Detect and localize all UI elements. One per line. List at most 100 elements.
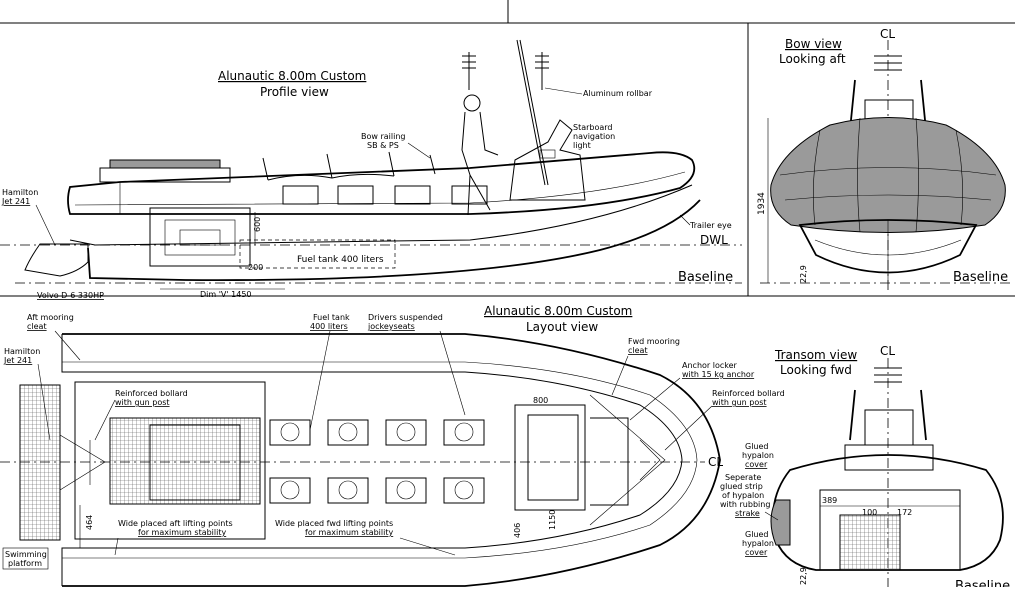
aft-mooring-1: Aft mooring [27, 313, 74, 322]
tr-glued-2: hypalon [742, 451, 774, 460]
lift-aft-2: for maximum stability [138, 528, 226, 537]
nav-label-2: navigation [573, 132, 615, 141]
anchor-1: Anchor locker [682, 361, 738, 370]
transom-subtitle: Looking fwd [780, 363, 852, 377]
fuel-tank [239, 239, 396, 269]
lift-fwd-1: Wide placed fwd lifting points [275, 519, 393, 528]
profile-seats [282, 185, 488, 205]
rub-strake [770, 499, 791, 546]
bow-view: Bow view Looking aft CL Baseline 1934 22… [757, 27, 1010, 290]
console [509, 119, 586, 201]
swim-1: Swimming [5, 550, 47, 559]
tr-glued-3: cover [745, 460, 768, 469]
bollard-left-2: with gun post [115, 398, 170, 407]
tr-g2-1: Glued [745, 530, 769, 539]
fwd-mooring-1: Fwd mooring [628, 337, 680, 346]
nav-label-3: light [573, 141, 591, 150]
engine-plan [149, 424, 241, 501]
bow-hull [798, 219, 978, 274]
tr-229: 22,9 [799, 567, 808, 585]
dim-406: 406 [513, 523, 522, 538]
bow-baseline: Baseline [953, 270, 1008, 285]
bow-d229: 22,9 [799, 265, 808, 283]
bow-railing [262, 151, 436, 181]
layout-view: Alunautic 8.00m Custom Layout view CL [0, 304, 785, 587]
engine-label: Volvo D-6 330HP [37, 291, 104, 300]
dim-600: 600 [253, 217, 262, 232]
driver-figure [461, 94, 499, 216]
aft-mooring-2: cleat [27, 322, 47, 331]
sheet-frame [0, 0, 1015, 297]
engine-grating [109, 417, 261, 505]
fuel-label: Fuel tank 400 liters [297, 255, 384, 265]
bollard-right-2: with gun post [712, 398, 767, 407]
transom-console [864, 409, 914, 446]
nav-label-1: Starboard [573, 123, 613, 132]
layout-cl: CL [708, 455, 723, 469]
antenna-left [462, 52, 476, 90]
bow-subtitle: Looking aft [779, 52, 846, 66]
profile-title: Alunautic 8.00m Custom [218, 69, 366, 83]
transom-view: Transom view Looking fwd CL Glued hypalo… [720, 344, 1010, 591]
profile-view: Alunautic 8.00m Custom Profile view DWL … [0, 39, 742, 300]
tr-172: 172 [897, 508, 912, 517]
jet-unit [24, 243, 89, 277]
tr-glued-1: Glued [745, 442, 769, 451]
tr-g2-2: hypalon [742, 539, 774, 548]
seat-pad [109, 159, 221, 169]
layout-jet-2: Jet 241 [3, 356, 32, 365]
swim-platform [19, 384, 61, 541]
trailer-label: Trailer eye [689, 221, 732, 230]
bow-title: Bow view [785, 37, 842, 51]
tr-sep-3: of hypalon [722, 491, 764, 500]
lift-fwd-2: for maximum stability [305, 528, 393, 537]
bow-height: 1934 [757, 192, 767, 215]
dim-1150: 1150 [548, 510, 557, 530]
bow-antenna [874, 55, 902, 71]
dwl-label: DWL [700, 233, 728, 247]
lift-aft-1: Wide placed aft lifting points [118, 519, 233, 528]
transom-cl: CL [880, 344, 895, 358]
dim-label: Dim 'V' 1450 [200, 290, 252, 299]
bollard-left-1: Reinforced bollard [115, 389, 188, 398]
dim-800: 800 [533, 396, 548, 405]
fwd-mooring-2: cleat [628, 346, 648, 355]
tr-sep-1: Seperate [725, 473, 761, 482]
hull-bottom [87, 199, 701, 282]
bow-tube-left [770, 117, 1006, 233]
profile-subtitle: Profile view [260, 85, 329, 99]
jockey-seats [269, 419, 485, 504]
transom-antenna [874, 367, 902, 383]
layout-subtitle: Layout view [526, 320, 598, 334]
layout-hull [62, 333, 721, 587]
railing-label-2: SB & PS [367, 141, 399, 150]
bollard-right-1: Reinforced bollard [712, 389, 785, 398]
dim-464: 464 [85, 515, 94, 530]
rollbar [516, 39, 546, 186]
engine-block [149, 207, 251, 267]
transom-engine [839, 514, 901, 571]
swim-2: platform [8, 559, 42, 568]
transom-title: Transom view [774, 348, 857, 362]
anchor-2: with 15 kg anchor [682, 370, 755, 379]
antenna-right [535, 52, 549, 90]
rollbar-label: Aluminum rollbar [583, 89, 653, 98]
tr-100: 100 [862, 508, 877, 517]
console-plan [514, 404, 586, 511]
fuel-tank-2: 400 liters [310, 322, 348, 331]
tr-sep-5: strake [735, 509, 760, 518]
layout-jet-1: Hamilton [4, 347, 40, 356]
tube [67, 151, 696, 215]
tr-389: 389 [822, 496, 837, 505]
profile-jet-label-1: Hamilton [2, 188, 38, 197]
seats-label-1: Drivers suspended [368, 313, 443, 322]
profile-jet-label-2: Jet 241 [1, 197, 30, 206]
tr-baseline: Baseline [955, 579, 1010, 587]
layout-title: Alunautic 8.00m Custom [484, 304, 632, 318]
seats-label-2: jockeyseats [367, 322, 415, 331]
railing-label-1: Bow railing [361, 132, 405, 141]
bow-cl: CL [880, 27, 895, 41]
tr-sep-2: glued strip [720, 482, 763, 491]
fuel-tank-1: Fuel tank [313, 313, 350, 322]
